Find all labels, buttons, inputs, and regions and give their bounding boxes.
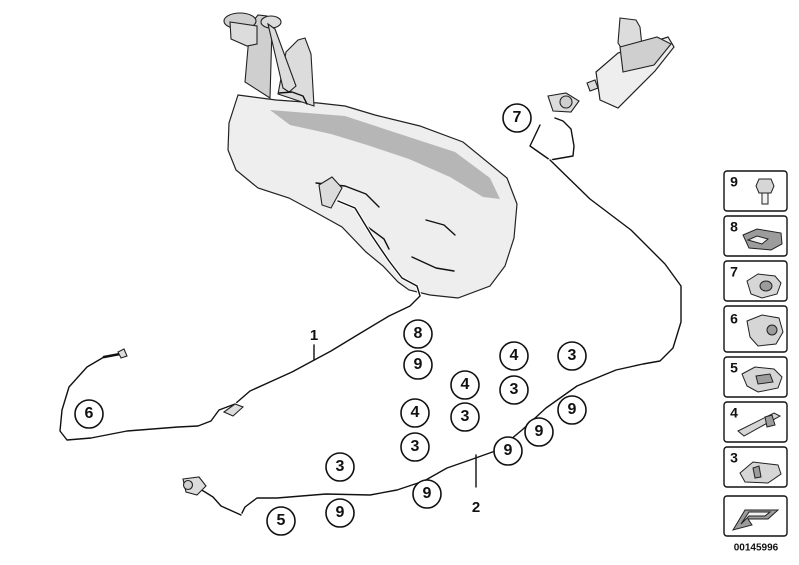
callout-center-9-text: 9 [423, 485, 432, 502]
side-panel-item-3-number: 3 [730, 450, 738, 466]
double-clip-divider-icon [752, 465, 762, 479]
callout-cluster-b-bottom-text: 3 [461, 408, 470, 425]
bolt-icon [755, 178, 775, 194]
callout-bottom-left-9-text: 9 [336, 504, 345, 521]
callout-cluster-a-bottom: 3 [499, 375, 529, 405]
callout-center-9: 9 [412, 479, 442, 509]
callout-bottom-left-5: 5 [266, 506, 296, 536]
rear-bracket [547, 17, 675, 113]
side-panel-reference-box [723, 495, 788, 537]
callout-cluster-b-top: 4 [450, 370, 480, 400]
callout-right-9-c: 9 [557, 395, 587, 425]
callout-bottom-left-3: 3 [325, 452, 355, 482]
side-panel-item-8: 8 [723, 215, 788, 257]
pipe-holder-slot-icon [755, 373, 774, 385]
plain-labels: 1 2 [310, 327, 480, 516]
callout-cluster-c-bottom: 3 [400, 432, 430, 462]
callout-cluster-c-top: 4 [400, 398, 430, 428]
side-panel-item-6-number: 6 [730, 311, 738, 327]
callout-left-pipe-end: 6 [74, 399, 104, 429]
callout-middle-col-bottom-text: 9 [414, 356, 423, 373]
diagram-artwork: 6 7 8 9 4 [58, 12, 788, 554]
callout-left-pipe-end-text: 6 [85, 405, 94, 422]
callout-cluster-d-top-text: 3 [568, 347, 577, 364]
callout-right-9-b: 9 [524, 417, 554, 447]
callout-cluster-c-bottom-text: 3 [411, 438, 420, 455]
callout-upper-right: 7 [502, 103, 532, 133]
callout-right-9-a: 9 [493, 436, 523, 466]
callout-middle-col-bottom: 9 [403, 350, 433, 380]
callout-right-9-c-text: 9 [568, 401, 577, 418]
side-panel-item-6: 6 [723, 305, 788, 353]
side-panel-item-3: 3 [723, 446, 788, 488]
clip-holder-detail-icon [746, 235, 770, 245]
mounting-strap-tab-icon [764, 414, 776, 428]
bolt-shaft-icon [761, 192, 769, 205]
callout-upper-right-text: 7 [513, 109, 522, 126]
callout-bottom-left-5-text: 5 [277, 512, 286, 529]
callout-bottom-left-3-text: 3 [336, 458, 345, 475]
label-leaders [313, 344, 477, 488]
callout-right-9-a-text: 9 [504, 442, 513, 459]
fuel-tank [223, 12, 518, 299]
callout-right-9-b-text: 9 [535, 423, 544, 440]
callouts: 6 7 8 9 4 [74, 103, 587, 536]
line-label-2: 2 [472, 499, 480, 516]
callout-cluster-d-top: 3 [557, 341, 587, 371]
line-label-1: 1 [310, 327, 318, 344]
side-panel-item-7: 7 [723, 260, 788, 302]
callout-cluster-a-bottom-text: 3 [510, 381, 519, 398]
side-panel-item-4: 4 [723, 401, 788, 443]
rubber-grommet-hole-icon [759, 280, 773, 292]
right-side-panel: 9 8 7 6 [723, 170, 788, 554]
callout-cluster-a-top-text: 4 [510, 347, 519, 364]
diagram-id: 00145996 [734, 543, 779, 554]
side-panel-item-8-number: 8 [730, 219, 738, 235]
connector-clip-icon [746, 314, 784, 347]
reference-arrow-highlight-icon [740, 511, 772, 525]
side-panel-item-9-number: 9 [730, 174, 738, 190]
side-panel-item-9: 9 [723, 170, 788, 212]
callout-middle-col-top-text: 8 [414, 325, 423, 342]
side-panel-item-5: 5 [723, 356, 788, 398]
callout-cluster-a-top: 4 [499, 341, 529, 371]
callout-cluster-c-top-text: 4 [411, 404, 420, 421]
side-panel-item-5-number: 5 [730, 360, 738, 376]
side-panel-item-4-number: 4 [730, 405, 738, 421]
connector-clip-hole-icon [766, 324, 778, 336]
callout-cluster-b-top-text: 4 [461, 376, 470, 393]
callout-bottom-left-9: 9 [325, 498, 355, 528]
callout-cluster-b-bottom: 3 [450, 402, 480, 432]
side-panel-item-7-number: 7 [730, 264, 738, 280]
callout-middle-col-top: 8 [403, 319, 433, 349]
